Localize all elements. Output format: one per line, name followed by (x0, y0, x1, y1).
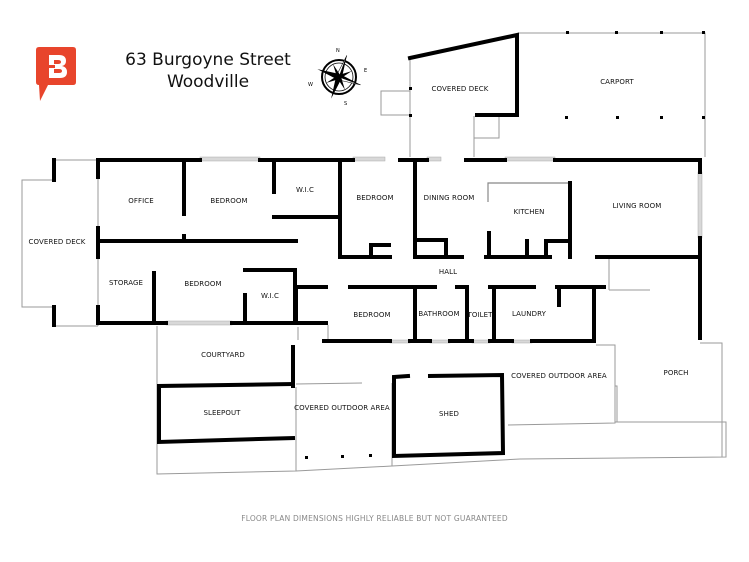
room-label-bedroom-4: BEDROOM (353, 311, 391, 319)
room-label-bedroom-3: BEDROOM (184, 280, 222, 288)
room-label-living-room: LIVING ROOM (612, 202, 662, 210)
compass-rose-icon: N E S W (308, 48, 367, 107)
compass-s: S (344, 101, 347, 106)
brand-logo (36, 47, 76, 103)
room-label-covered-outdoor-area-1: COVERED OUTDOOR AREA (294, 404, 390, 412)
room-label-storage: STORAGE (108, 279, 144, 287)
room-label-bathroom: BATHROOM (418, 310, 460, 318)
compass-n: N (336, 48, 340, 54)
room-label-bedroom-2: BEDROOM (356, 194, 394, 202)
room-label-wic-2: W.I.C (260, 292, 280, 300)
walls (52, 32, 702, 459)
room-label-covered-deck-left: COVERED DECK (28, 238, 86, 246)
room-label-kitchen: KITCHEN (513, 208, 545, 216)
kitchen-counter (487, 182, 568, 202)
address-line-2: Woodville (166, 72, 250, 92)
compass-rose: N E S W (306, 46, 372, 107)
room-label-shed: SHED (439, 410, 459, 418)
room-label-porch: PORCH (663, 369, 689, 377)
room-label-laundry: LAUNDRY (512, 310, 546, 318)
brand-b-speech-bubble-icon (36, 47, 76, 101)
compass-w: W (308, 82, 313, 88)
room-label-covered-outdoor-area-2: COVERED OUTDOOR AREA (511, 372, 607, 380)
room-label-covered-deck-top: COVERED DECK (431, 85, 489, 93)
room-label-bedroom-1: BEDROOM (210, 197, 248, 205)
room-label-hall: HALL (438, 268, 458, 276)
room-label-dining-room: DINING ROOM (423, 194, 475, 202)
room-label-toilet: TOILET (467, 311, 493, 319)
room-label-sleepout: SLEEPOUT (203, 409, 241, 417)
property-address: 63 Burgoyne Street Woodville (113, 49, 303, 93)
room-label-carport: CARPORT (600, 78, 634, 86)
outline-lines (21, 32, 727, 475)
compass-e: E (364, 68, 367, 74)
disclaimer-text: FLOOR PLAN DIMENSIONS HIGHLY RELIABLE BU… (241, 514, 508, 523)
room-label-office: OFFICE (128, 197, 154, 205)
room-label-courtyard: COURTYARD (201, 351, 245, 359)
address-line-1: 63 Burgoyne Street (125, 50, 291, 70)
posts (305, 31, 705, 459)
room-label-wic-1: W.I.C (295, 186, 315, 194)
